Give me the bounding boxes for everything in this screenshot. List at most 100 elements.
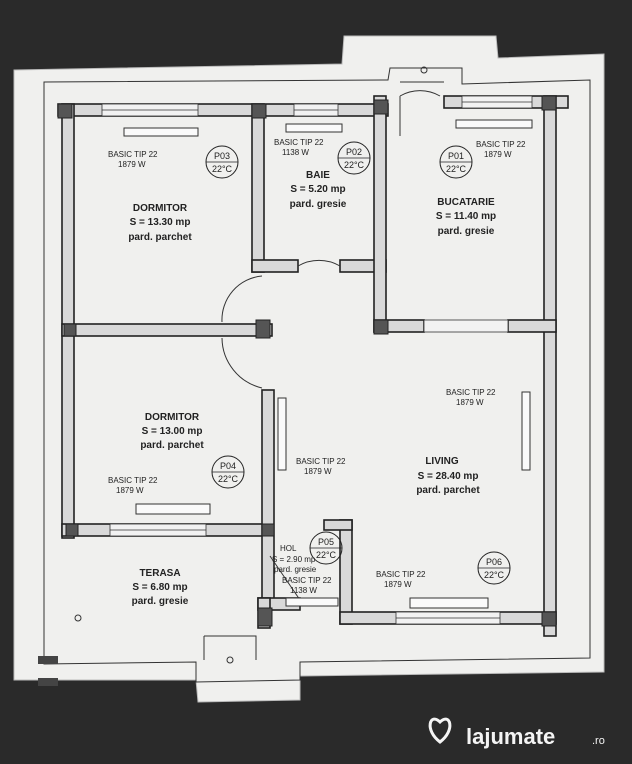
tag-temp: 22°C xyxy=(344,160,365,170)
wall-hol-right xyxy=(339,519,353,625)
door-entry-top xyxy=(399,90,441,136)
room-name: LIVING xyxy=(425,456,459,467)
radiator-model: BASIC TIP 22 xyxy=(476,140,526,149)
room-floor: pard. parchet xyxy=(416,485,480,496)
wall-left xyxy=(61,103,75,539)
radiator-labels: BASIC TIP 22 1879 W BASIC TIP 22 1138 W … xyxy=(108,138,526,595)
radiator-power: 1879 W xyxy=(484,150,512,159)
wall-bedroom2-right xyxy=(261,389,275,603)
room-area: S = 6.80 mp xyxy=(132,582,187,593)
radiator xyxy=(123,127,199,137)
tag-code: P03 xyxy=(214,151,230,161)
radiator-model: BASIC TIP 22 xyxy=(296,457,346,466)
radiator-shapes xyxy=(123,119,533,609)
tag-p03: P03 22°C xyxy=(205,145,239,179)
radiator-model: BASIC TIP 22 xyxy=(282,576,332,585)
room-name: DORMITOR xyxy=(145,412,200,423)
column xyxy=(373,99,389,115)
room-area: S = 28.40 mp xyxy=(418,471,479,482)
room-living: LIVING S = 28.40 mp pard. parchet xyxy=(416,456,480,496)
column xyxy=(257,607,273,627)
wall-right xyxy=(543,95,557,637)
room-labels: DORMITOR S = 13.30 mp pard. parchet BAIE… xyxy=(128,170,496,607)
radiator-power: 1879 W xyxy=(304,467,332,476)
radiator xyxy=(455,119,533,129)
door-bath xyxy=(297,259,341,267)
radiator-power: 1879 W xyxy=(118,160,146,169)
tag-code: P01 xyxy=(448,151,464,161)
door-knob xyxy=(420,66,428,74)
window xyxy=(423,319,509,333)
columns xyxy=(57,95,557,627)
tag-p02: P02 22°C xyxy=(337,141,371,175)
door-bedroom-1 xyxy=(221,275,263,323)
door-bedroom-2 xyxy=(221,337,263,389)
heart-icon xyxy=(428,717,452,744)
column xyxy=(541,611,557,627)
column xyxy=(57,103,73,119)
wall-bath-right xyxy=(373,95,387,333)
column xyxy=(65,523,79,537)
tag-p01: P01 22°C xyxy=(439,145,473,179)
wall-hol-top xyxy=(323,519,353,531)
door-terasa xyxy=(203,635,257,660)
room-name: TERASA xyxy=(139,568,180,579)
tag-code: P04 xyxy=(220,461,236,471)
stamp-mark xyxy=(38,656,58,664)
room-terasa: TERASA S = 6.80 mp pard. gresie xyxy=(132,568,189,607)
watermark-brand: lajumate xyxy=(466,724,555,749)
wall-bath-left xyxy=(251,103,265,273)
radiator-power: 1138 W xyxy=(282,148,309,157)
tag-temp: 22°C xyxy=(484,570,505,580)
room-name: DORMITOR xyxy=(133,203,188,214)
room-name: BUCATARIE xyxy=(437,197,495,208)
column xyxy=(373,319,389,335)
radiator xyxy=(277,397,287,471)
wall-bedroom-divider xyxy=(61,323,273,337)
room-name: HOL xyxy=(280,544,297,553)
tag-temp: 22°C xyxy=(212,164,233,174)
radiator-model: BASIC TIP 22 xyxy=(446,388,496,397)
tag-p04: P04 22°C xyxy=(211,455,245,489)
doors xyxy=(203,66,444,664)
tag-p06: P06 22°C xyxy=(477,551,511,585)
column xyxy=(63,323,77,337)
room-area: S = 13.00 mp xyxy=(142,426,203,437)
tag-code: P06 xyxy=(486,557,502,567)
watermark: lajumate .ro xyxy=(428,717,605,749)
room-name: BAIE xyxy=(306,170,330,181)
radiator-model: BASIC TIP 22 xyxy=(108,150,158,159)
site-outline xyxy=(43,67,591,683)
radiator-power: 1879 W xyxy=(456,398,484,407)
column xyxy=(251,103,267,119)
room-baie: BAIE S = 5.20 mp pard. gresie xyxy=(290,170,347,210)
room-dormitor-1: DORMITOR S = 13.30 mp pard. parchet xyxy=(128,203,192,243)
room-area: S = 11.40 mp xyxy=(436,211,496,222)
tag-temp: 22°C xyxy=(446,164,467,174)
radiator-power: 1879 W xyxy=(116,486,144,495)
room-floor: pard. gresie xyxy=(438,226,495,237)
radiator xyxy=(135,503,211,515)
column xyxy=(255,319,271,339)
radiator-power: 1879 W xyxy=(384,580,412,589)
room-floor: pard. gresie xyxy=(290,199,347,210)
room-bucatarie: BUCATARIE S = 11.40 mp pard. gresie xyxy=(436,197,496,237)
wall-bath-bottom-left xyxy=(251,259,299,273)
tag-temp: 22°C xyxy=(316,550,337,560)
room-floor: pard. gresie xyxy=(132,596,189,607)
room-area: S = 13.30 mp xyxy=(130,217,191,228)
wall-kitchen-bottom-right xyxy=(507,319,557,333)
radiator xyxy=(409,597,489,609)
room-area: S = 2.90 mp xyxy=(272,555,316,564)
room-hol: HOL S = 2.90 mp pard. gresie xyxy=(272,544,317,574)
radiator-model: BASIC TIP 22 xyxy=(274,138,324,147)
tag-temp: 22°C xyxy=(218,474,239,484)
tag-p05: P05 22°C xyxy=(309,531,343,565)
radiator-power: 1138 W xyxy=(290,586,317,595)
tag-code: P05 xyxy=(318,537,334,547)
windows xyxy=(101,95,533,625)
room-area: S = 5.20 mp xyxy=(290,184,345,195)
column xyxy=(261,523,275,537)
room-floor: pard. gresie xyxy=(274,565,317,574)
